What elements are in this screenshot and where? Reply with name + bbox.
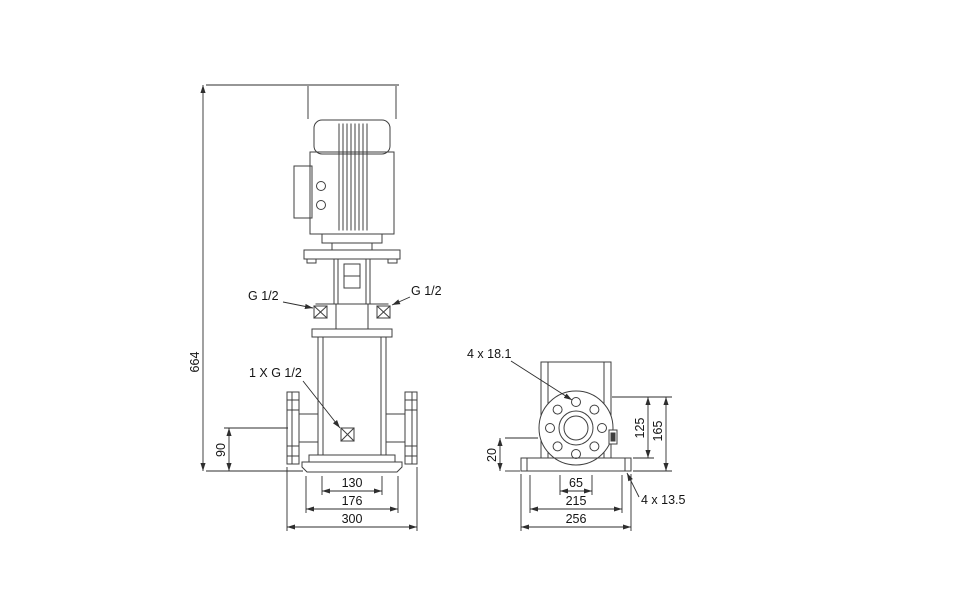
dim-base-height-text: 20 bbox=[485, 448, 499, 462]
label-vent-plug-right: G 1/2 bbox=[391, 284, 442, 306]
dim-port-offset: 65 bbox=[559, 475, 593, 495]
dim-base-height: 20 bbox=[485, 437, 538, 472]
dim-overall-height: 664 bbox=[188, 84, 399, 472]
dim-center-to-base-text: 125 bbox=[633, 418, 647, 439]
flange-holes-label: 4 x 18.1 bbox=[467, 347, 512, 361]
terminal-screw-top bbox=[316, 181, 326, 191]
suction-flange bbox=[286, 391, 319, 465]
pump-head bbox=[313, 303, 391, 330]
base-front bbox=[301, 454, 403, 473]
dim-bolt-spacing-text: 215 bbox=[566, 494, 587, 508]
motor-stool bbox=[303, 249, 401, 305]
dim-overall-height-text: 664 bbox=[188, 352, 202, 373]
dim-overall-depth: 165 bbox=[633, 397, 672, 472]
dim-port-offset-text: 65 bbox=[569, 476, 583, 490]
port-flange-face bbox=[538, 390, 618, 466]
motor-fins bbox=[338, 123, 368, 231]
dim-port-to-base-text: 90 bbox=[214, 443, 228, 457]
dim-base-width-text: 176 bbox=[342, 494, 363, 508]
dim-inner-width-text: 130 bbox=[342, 476, 363, 490]
base-holes-label: 4 x 13.5 bbox=[641, 493, 686, 507]
dim-flange-to-flange-text: 300 bbox=[342, 512, 363, 526]
dim-flange-to-flange: 300 bbox=[286, 467, 418, 531]
dim-inner-width: 130 bbox=[321, 476, 383, 495]
label-flange-holes: 4 x 18.1 bbox=[467, 347, 573, 401]
front-view bbox=[286, 119, 418, 473]
motor bbox=[293, 119, 395, 251]
vent-plug-left-label: G 1/2 bbox=[248, 289, 279, 303]
dim-bolt-spacing: 215 bbox=[529, 475, 623, 513]
chamber-stack bbox=[311, 328, 393, 456]
side-view bbox=[520, 361, 632, 472]
vent-plug-left bbox=[313, 305, 328, 319]
front-view-dimensions: 664 90 130 176 300 G 1/2 bbox=[188, 84, 442, 531]
dim-overall-depth-text: 165 bbox=[651, 421, 665, 442]
side-plug bbox=[608, 429, 618, 445]
dim-base-width: 176 bbox=[305, 476, 399, 513]
flange-bolt-holes bbox=[545, 397, 607, 459]
label-drain-plug: 1 X G 1/2 bbox=[249, 366, 341, 429]
discharge-flange bbox=[385, 391, 418, 465]
drain-plug bbox=[340, 427, 355, 442]
dim-base-depth-text: 256 bbox=[566, 512, 587, 526]
dim-center-to-base: 125 bbox=[612, 396, 672, 459]
side-view-dimensions: 4 x 18.1 20 125 165 65 bbox=[467, 347, 686, 531]
base-side bbox=[520, 457, 632, 472]
dim-base-depth: 256 bbox=[520, 474, 632, 531]
terminal-screw-bottom bbox=[316, 200, 326, 210]
terminal-box bbox=[293, 165, 313, 219]
label-base-holes: 4 x 13.5 bbox=[626, 472, 686, 507]
label-vent-plug-left: G 1/2 bbox=[248, 289, 314, 309]
dim-port-to-base: 90 bbox=[214, 427, 288, 471]
vent-plug-right-label: G 1/2 bbox=[411, 284, 442, 298]
vent-plug-right bbox=[376, 305, 391, 319]
drain-plug-label: 1 X G 1/2 bbox=[249, 366, 302, 380]
